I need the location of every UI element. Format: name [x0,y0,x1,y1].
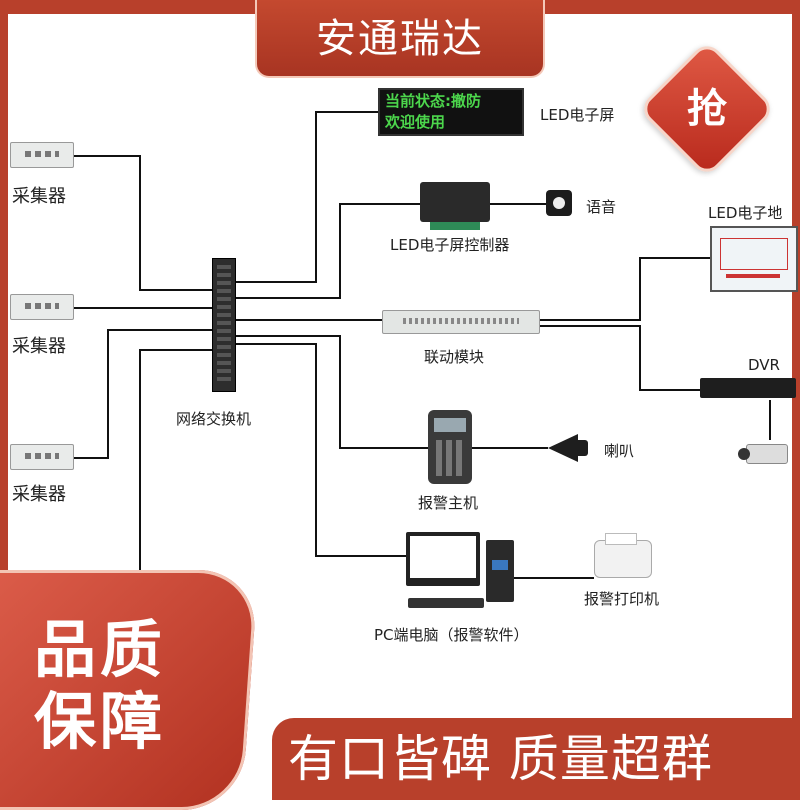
speaker-box-icon [546,190,572,216]
voice-label: 语音 [586,198,617,216]
line-led-screen [234,111,378,283]
pc-monitor-icon [406,532,480,586]
left-frame [0,0,8,800]
camera-icon [736,440,792,470]
pc-tower-icon [486,540,514,602]
line-collector-3 [72,329,212,459]
alarm-host-label: 报警主机 [418,494,479,512]
brand-banner: 安通瑞达 [255,0,545,78]
slogan-text: 有口皆碑 质量超群 [288,730,713,788]
quality-line-1: 品质 [34,613,167,686]
led-screen-label: LED电子屏 [540,106,615,124]
linkage-label: 联动模块 [424,348,485,366]
led-map-label: LED电子地 [708,204,783,222]
horn-label: 喇叭 [604,442,635,460]
collector-device-3 [10,444,74,470]
led-map-device [710,226,798,292]
collector-label-1: 采集器 [12,186,66,207]
printer-icon [594,533,652,578]
line-alarm-host [234,335,428,449]
grab-badge-text: 抢 [687,86,727,132]
collector-device-2 [10,294,74,320]
collector-device-1 [10,142,74,168]
line-collector-1 [72,155,212,291]
slogan-bar [272,718,800,800]
dvr-label: DVR [748,356,780,374]
dvr-device [700,378,796,398]
quality-line-2: 保障 [34,685,167,758]
alarm-host-device [428,410,472,484]
horn-icon [548,430,590,466]
led-screen-line-1: 当前状态:撤防 [385,92,481,110]
led-screen-line-2: 欢迎使用 [385,113,446,131]
line-led-controller [234,203,420,299]
quality-text: 品质 保障 [34,614,224,758]
collector-label-2: 采集器 [12,336,66,357]
printer-label: 报警打印机 [584,590,660,608]
pc-label: PC端电脑（报警软件） [374,626,529,644]
led-screen-device: 当前状态:撤防 欢迎使用 [378,88,524,136]
network-switch-device [212,258,236,392]
line-collector-4 [72,349,212,601]
keyboard-icon [408,598,484,608]
linkage-module-device [382,310,540,334]
line-led-map [538,257,710,321]
switch-label: 网络交换机 [176,410,252,428]
led-controller-device [420,182,490,230]
right-frame [792,0,800,800]
line-dvr [538,325,700,391]
collector-label-3: 采集器 [12,484,66,505]
led-controller-label: LED电子屏控制器 [390,236,510,254]
line-pc [234,343,406,557]
